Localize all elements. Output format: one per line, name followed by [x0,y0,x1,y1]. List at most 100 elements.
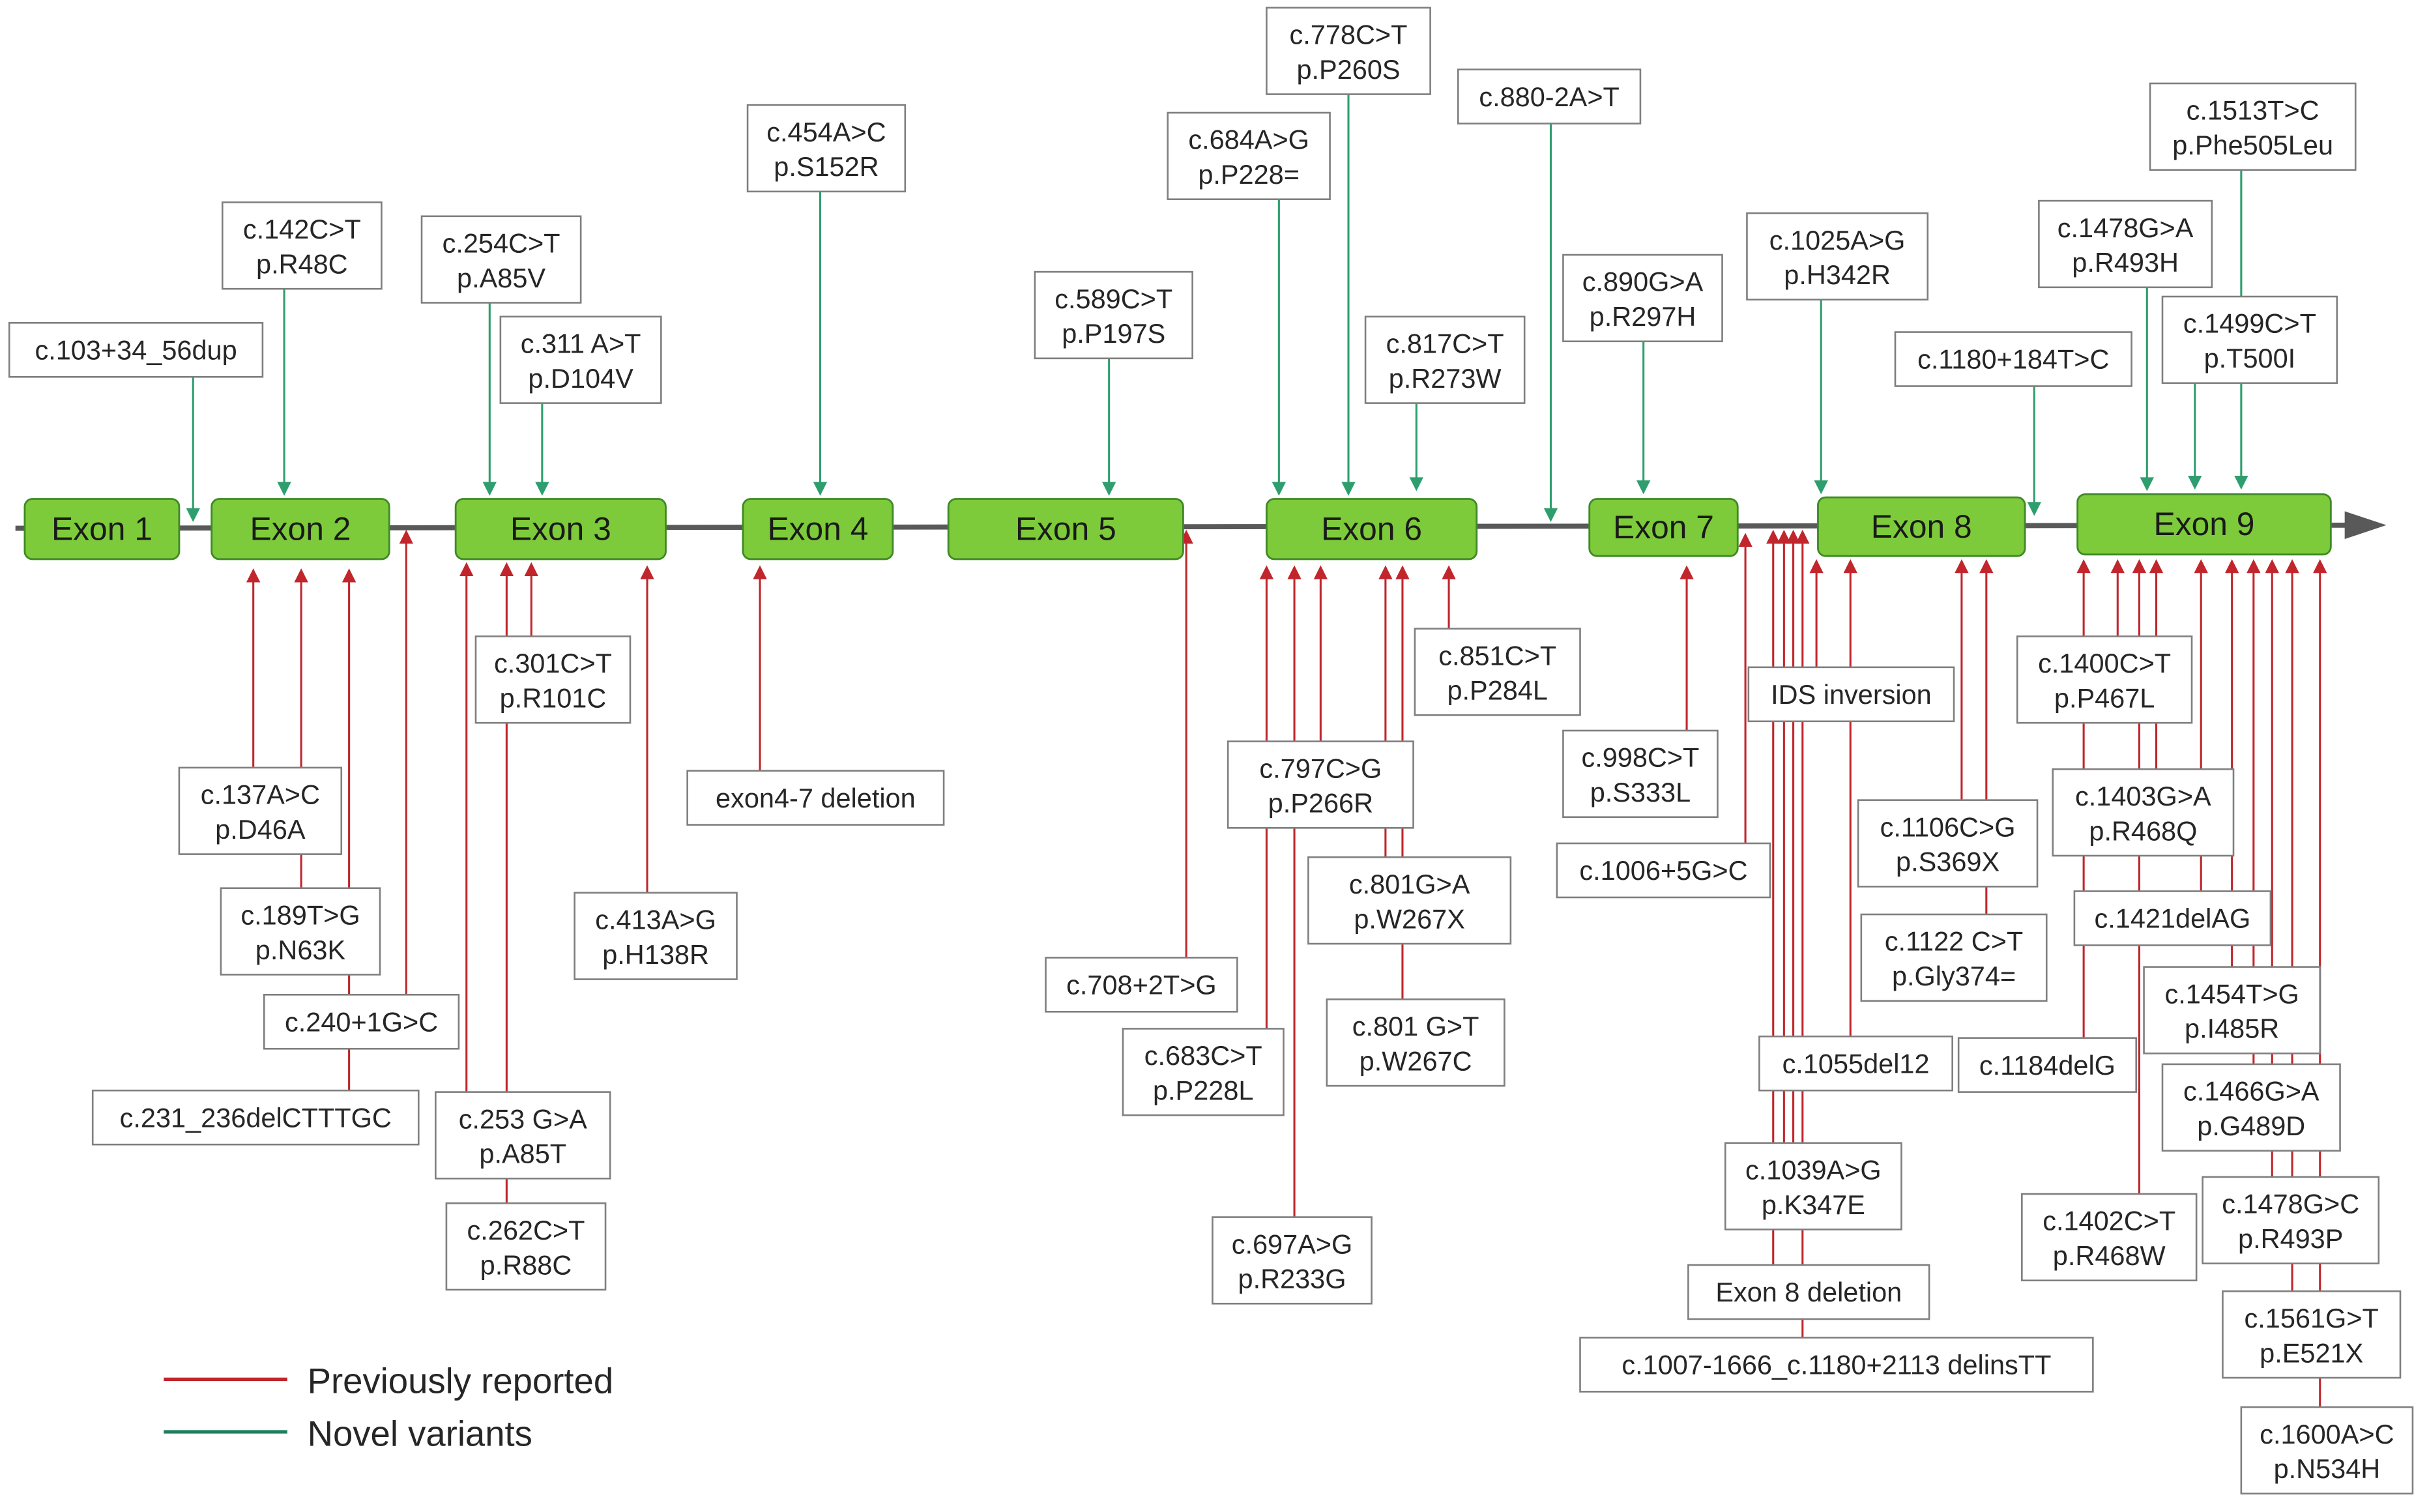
variant-cdna: c.103+34_56dup [35,334,237,365]
variant-box [420,215,582,304]
variant-cdna: c.137A>C [201,779,320,810]
variant-protein: p.P284L [1447,675,1548,706]
variant-protein: p.S152R [774,151,879,182]
variant-cdna: c.1122 C>T [1885,926,2023,957]
variant-box [1364,315,1526,404]
variant-box [1227,740,1414,829]
variant-protein: p.R493H [2072,247,2179,278]
legend-item-previously-reported: Previously reported [164,1361,613,1401]
reported-variant-r31: c.1466G>Ap.G489D [2161,1063,2341,1152]
variant-cdna: c.301C>T [494,648,612,678]
novel-connector [1272,199,1287,496]
variant-protein: p.R48C [256,248,348,279]
exon-9: Exon 9 [2076,493,2332,556]
variant-box [2161,295,2338,385]
variant-protein: p.A85V [457,263,545,293]
variant-box [1414,628,1581,716]
variant-cdna: c.1180+184T>C [1917,344,2109,375]
reported-variant-r28: c.1403G>Ap.R468Q [2052,768,2235,857]
variant-cdna: c.1466G>A [2183,1076,2319,1107]
reported-connector [2285,559,2299,1292]
reported-connector [246,568,261,768]
variant-box [1746,212,1929,301]
variant-cdna: c.1499C>T [2183,308,2316,339]
reported-variant-r29: c.1421delAG [2073,890,2272,946]
novel-variant-n3: c.254C>Tp.A85V [420,215,582,304]
reported-variant-r35: c.1600A>Cp.N534H [2240,1406,2414,1495]
exon-5: Exon 5 [947,498,1184,560]
variant-cdna: c.797C>G [1259,753,1382,783]
reported-variant-r5: c.301C>T p.R101C [474,635,632,724]
variant-cdna: c.1006+5G>C [1579,855,1747,886]
exon-4: Exon 4 [742,498,894,560]
variant-box [8,322,264,378]
variant-protein: p.D46A [215,814,306,845]
novel-connector [1636,341,1651,495]
axis-arrowhead [2344,511,2387,540]
novel-variant-n8: c.778C>Tp.P260S [1266,7,1431,95]
variant-protein: p.T500I [2204,343,2296,373]
exon-7: Exon 7 [1588,498,1739,557]
legend-item-novel: Novel variants [164,1414,532,1453]
exon-label: Exon 4 [767,510,868,547]
reported-variant-r25: c.1122 C>T p.Gly374= [1860,913,2048,1002]
variant-box [1724,1142,1902,1230]
variant-cdna: c.1600A>C [2260,1419,2394,1449]
variant-cdna: c.1478G>C [2222,1189,2359,1219]
variant-cdna: c.1184delG [1979,1050,2116,1081]
novel-variant-n11: c.890G>Ap.R297H [1562,254,1723,343]
reported-variant-r8: c.413A>Gp.H138R [574,892,738,980]
novel-variant-n7: c.684A>Gp.P228= [1167,111,1331,201]
variant-cdna: c.454A>C [766,117,886,147]
variant-protein: p.P266R [1268,788,1373,819]
variant-box [435,1091,611,1180]
variant-box [2016,635,2193,724]
variant-box [1562,729,1719,819]
reported-variant-r1: c.137A>C p.D46A [178,766,343,855]
reported-variant-r6: c.253 G>Ap.A85T [435,1091,611,1180]
reported-connector [1287,565,1302,1217]
variant-protein: p.Gly374= [1892,961,2016,991]
exon-label: Exon 8 [1871,508,1972,545]
variant-cdna: c.683C>T [1144,1040,1262,1071]
variant-cdna: c.413A>G [595,905,716,935]
variant-cdna: c.1478G>A [2058,212,2194,243]
variant-box [1758,1035,1953,1092]
reported-variant-r11: c.683C>Tp.P228L [1122,1028,1285,1116]
variant-cdna: c.1402C>T [2043,1206,2175,1236]
variant-protein: p.P228= [1198,159,1300,190]
variant-cdna: IDS inversion [1771,679,1932,710]
reported-connector [640,565,654,893]
reported-variant-r23: c.1007-1666_c.1180+2113 delinsTT [1579,1337,2094,1393]
variant-cdna: c.778C>T [1290,20,1408,50]
variant-box [2143,966,2321,1054]
novel-connector [813,191,828,496]
novel-connector [2188,383,2202,490]
reported-connector [1809,559,1824,667]
variant-cdna: c.189T>G [240,899,360,930]
variant-box [445,1202,607,1291]
variant-cdna: c.1400C>T [2038,648,2171,678]
variant-box [2240,1406,2414,1495]
reported-connector [1442,565,1456,629]
variant-box [1457,68,1642,124]
variant-box [2073,890,2272,946]
variant-box [1167,111,1331,201]
variant-protein: p.E521X [2260,1337,2363,1368]
variant-box [1034,270,1193,360]
novel-variant-n14: c.1478G>A p.R493H [2038,199,2213,289]
reported-variant-r13: c.797C>G p.P266R [1227,740,1414,829]
reported-connector [2110,559,2125,637]
variant-protein: p.R101C [500,682,607,713]
variant-protein: p.R493P [2238,1223,2343,1254]
variant-box [1747,666,1955,723]
novel-connector [1409,403,1423,491]
exon-label: Exon 3 [510,510,611,547]
exon-6: Exon 6 [1265,498,1478,560]
variant-box [1556,842,1771,899]
variant-protein: p.N63K [255,935,346,965]
variant-cdna: c.998C>T [1581,742,1699,773]
variant-box [178,766,343,855]
